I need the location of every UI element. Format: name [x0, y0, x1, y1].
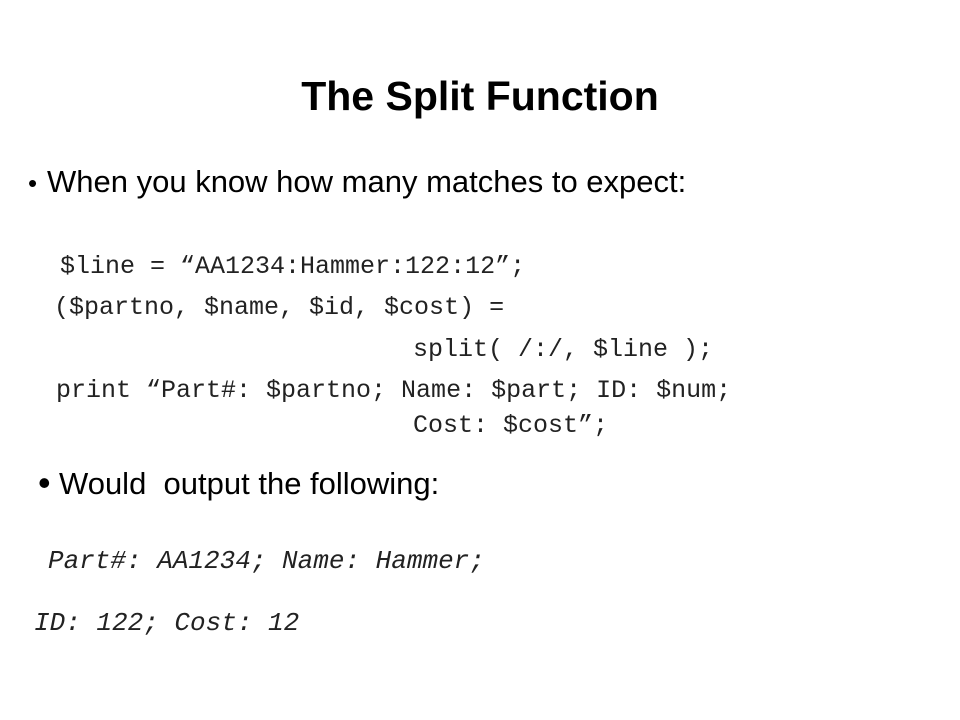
bullet-text: Would output the following:: [59, 466, 440, 501]
output-line: Part#: AA1234; Name: Hammer;: [48, 546, 485, 576]
code-line: split( /:/, $line );: [413, 335, 714, 364]
code-line: ($partno, $name, $id, $cost) =: [54, 293, 505, 322]
output-line: ID: 122; Cost: 12: [34, 608, 300, 638]
bullet-marker: •: [28, 168, 38, 198]
slide-title: The Split Function: [301, 73, 659, 119]
code-line: $line = “AA1234:Hammer:122:12”;: [60, 252, 526, 281]
bullet-marker: •: [38, 462, 51, 503]
bullet-text: When you know how many matches to expect…: [47, 164, 687, 199]
code-line: print “Part#: $partno; Name: $part; ID: …: [56, 376, 732, 405]
code-line: Cost: $cost”;: [413, 411, 609, 440]
